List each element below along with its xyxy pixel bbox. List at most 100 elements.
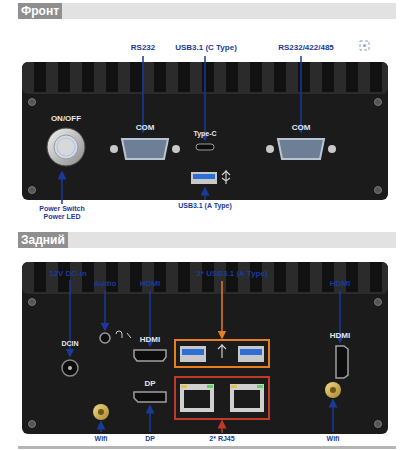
leader-line [221,281,223,338]
dp-port [134,392,166,402]
port-label: RS232 [113,44,173,53]
heat-fins [34,262,382,292]
heat-fins [250,62,262,92]
heat-fins [322,62,334,92]
leader-line [300,56,302,132]
port-label: 2* RJ45 [192,435,252,443]
leader-line [104,291,106,330]
rj45-port [184,390,210,408]
divider-line [18,446,396,449]
leader-line [70,280,340,432]
heat-fins [274,62,286,92]
usb-a-port [191,172,217,184]
heat-fins [154,62,166,92]
heat-fins [130,62,142,92]
heat-fins [178,262,190,292]
divider-line [18,446,396,449]
section-heading: Фронт [18,3,62,19]
screw [375,187,382,194]
usb-a-port [182,349,204,355]
zoom-icon [360,41,369,50]
zoom-icon [360,41,369,50]
leader-line [100,422,102,432]
wifi-connector [98,409,104,415]
heat-fins [274,262,286,292]
back-chassis [22,262,388,434]
device-marking: ON/OFF [41,115,91,124]
heat-fins [202,62,214,92]
leader-line [204,56,206,140]
db9-port [110,145,118,153]
dc-jack [62,360,78,376]
section-heading: Задний [18,232,68,248]
audio-jack [100,333,110,343]
audio-jack [100,331,131,343]
heat-fins [34,62,382,92]
db9-port [266,145,274,153]
section-band: Фронт [18,3,396,19]
rj45-port [207,385,213,388]
usb-a-port [238,346,264,362]
port-label: 2* USB3.1 (A Type) [182,270,282,279]
port-label: RS232/422/485 [261,44,351,53]
heat-fins [370,62,382,92]
port-label: 12V DC-in [38,270,98,279]
audio-jack [116,331,131,338]
rj45-port [230,384,264,412]
port-label: DP [130,435,170,443]
usb-c-port [196,144,214,150]
device-marking: COM [281,124,321,133]
leader-line [61,172,63,204]
rj45-group-outline [175,377,269,419]
db9-port [110,139,336,159]
power-button [57,138,75,156]
port-label: Wifi [313,435,353,443]
rj45-port [231,385,237,388]
rj45-port [181,385,187,388]
heat-fins [226,62,238,92]
device-marking: DCIN [50,340,90,348]
dp-port [134,392,166,402]
usb-group-outline [175,340,269,367]
dc-jack [62,360,78,376]
usb-a-port [218,344,226,358]
leader-line [149,406,151,432]
hdmi-port [134,350,166,361]
screw [375,99,382,106]
heat-fins [178,62,190,92]
wifi-connector [330,387,336,393]
heat-fins [106,62,118,92]
screw [375,421,382,428]
usb-a-port [240,349,262,355]
leader-line [221,421,223,433]
heat-fins [34,62,46,92]
db9-port [172,145,180,153]
screw [29,299,382,428]
screw [29,99,36,106]
power-button [47,128,85,166]
usb-a-port [193,174,215,179]
leader-line [142,56,144,132]
hdmi-port [336,346,348,378]
device-marking: HDMI [130,336,170,345]
usb-a-port [180,346,206,362]
port-label: Audio [85,280,125,289]
port-label: USB3.1 (C Type) [166,44,246,53]
rj45-port [234,390,260,408]
heat-fins [298,262,310,292]
db9-port [328,145,336,153]
leader-line [62,56,301,204]
usb-group-outline [175,340,269,367]
back-chassis [22,262,388,434]
port-label: USB3.1 (A Type) [160,202,250,210]
wifi-connector [93,382,341,420]
usb-a-port [180,344,264,362]
hdmi-port [134,350,166,361]
usb-c-port [196,144,214,150]
heat-fins [82,62,94,92]
device-marking: DP [130,380,170,389]
back-chassis [22,262,388,294]
screw [29,187,36,194]
device-marking: HDMI [320,332,360,341]
usb-a-port [191,170,230,184]
